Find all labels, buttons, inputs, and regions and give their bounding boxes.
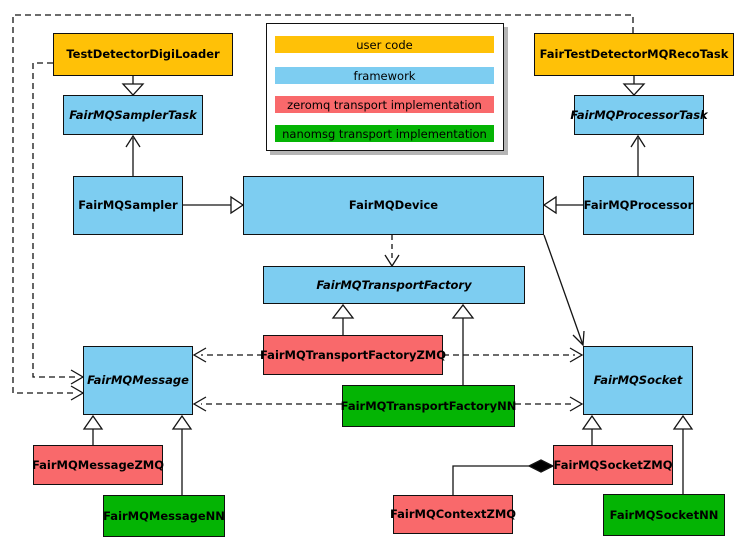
legend-label: zeromq transport implementation [287, 97, 482, 112]
node-fairmqcontextzmq: FairMQContextZMQ [389, 495, 517, 534]
node-fairmqmessagezmq: FairMQMessageZMQ [31, 445, 165, 485]
open-arrowhead-icon [630, 134, 646, 148]
node-fairmqsocketzmq: FairMQSocketZMQ [553, 445, 673, 485]
edge-socketzmq-contextzmq-composition [452, 465, 529, 495]
node-fairmqprocessortask: FairMQProcessorTask [570, 95, 708, 135]
node-label: FairMQSampler [78, 198, 178, 213]
node-label: FairMQSocketZMQ [553, 457, 673, 472]
inheritance-triangle-icon [82, 414, 104, 430]
node-testdetectordigiloader: TestDetectorDigiLoader [53, 33, 233, 76]
inheritance-triangle-icon [331, 303, 355, 319]
inheritance-triangle-icon [542, 195, 557, 215]
dependency-arrowhead-icon [569, 347, 584, 363]
node-label: FairMQSocket [593, 373, 683, 388]
legend-label: framework [353, 68, 416, 83]
node-label: FairMQMessage [87, 373, 189, 388]
inheritance-triangle-icon [230, 195, 245, 215]
node-fairmqmessagenn: FairMQMessageNN [103, 495, 225, 537]
node-fairmqsampler: FairMQSampler [73, 176, 183, 235]
node-label: FairMQContextZMQ [389, 507, 517, 522]
dependency-arrowhead-icon [569, 396, 584, 412]
node-fairmqsocket: FairMQSocket [583, 346, 693, 415]
inheritance-triangle-icon [581, 414, 603, 430]
edge-recotask-message-dependency [12, 14, 634, 394]
node-label: FairMQTransportFactory [316, 277, 472, 292]
legend-label: user code [356, 37, 413, 52]
node-label: FairMQMessageNN [103, 508, 225, 523]
node-label: FairMQSamplerTask [69, 107, 197, 122]
node-fairtestdetectormqrecotask: FairTestDetectorMQRecoTask [534, 33, 734, 76]
inheritance-triangle-icon [622, 83, 646, 96]
node-label: FairMQTransportFactoryNN [340, 398, 517, 413]
composition-diamond-icon [527, 459, 555, 473]
node-label: FairMQProcessor [583, 198, 694, 213]
legend-item-zeromq: zeromq transport implementation [275, 96, 494, 113]
legend: user code framework zeromq transport imp… [266, 23, 504, 151]
node-label: FairMQSocketNN [609, 507, 719, 522]
legend-item-user-code: user code [275, 36, 494, 53]
inheritance-triangle-icon [451, 303, 475, 319]
dependency-arrowhead-icon [192, 347, 207, 363]
node-fairmqtransportfactoryzmq: FairMQTransportFactoryZMQ [260, 335, 447, 375]
node-label: TestDetectorDigiLoader [66, 47, 220, 62]
inheritance-triangle-icon [171, 414, 193, 430]
node-label: FairMQProcessorTask [570, 107, 708, 122]
edge-device-socket-association [543, 234, 584, 346]
node-fairmqsocketnn: FairMQSocketNN [603, 494, 725, 536]
node-fairmqtransportfactorynn: FairMQTransportFactoryNN [340, 385, 517, 427]
inheritance-triangle-icon [121, 83, 145, 96]
legend-item-nanomsg: nanomsg transport implementation [275, 125, 494, 142]
dependency-arrowhead-icon [192, 396, 207, 412]
node-fairmqdevice: FairMQDevice [243, 176, 544, 235]
node-label: FairMQDevice [348, 198, 439, 213]
inheritance-triangle-icon [672, 414, 694, 430]
open-arrowhead-icon [572, 330, 585, 347]
open-arrowhead-icon [125, 134, 141, 148]
legend-item-framework: framework [275, 67, 494, 84]
legend-label: nanomsg transport implementation [282, 126, 487, 141]
edge-digiloader-message-dependency [32, 62, 77, 378]
node-label: FairMQTransportFactoryZMQ [260, 347, 447, 362]
node-fairmqprocessor: FairMQProcessor [583, 176, 694, 235]
node-fairmqtransportfactory: FairMQTransportFactory [263, 266, 525, 304]
node-fairmqmessage: FairMQMessage [83, 346, 193, 415]
node-label: FairMQMessageZMQ [31, 457, 165, 472]
node-fairmqsamplertask: FairMQSamplerTask [63, 95, 203, 135]
node-label: FairTestDetectorMQRecoTask [539, 47, 729, 62]
